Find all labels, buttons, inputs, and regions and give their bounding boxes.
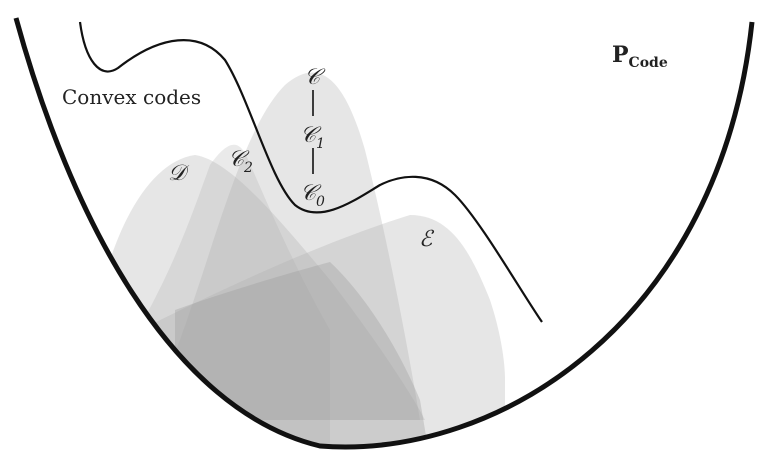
label-d: 𝒟 [168, 161, 190, 186]
poset-bowl-outline [13, 17, 755, 450]
poset-label: PCode [612, 42, 668, 71]
label-e: ℰ [419, 227, 435, 252]
convex-codes-boundary [78, 21, 543, 323]
convex-codes-label: Convex codes [62, 85, 201, 109]
region-c [145, 72, 420, 420]
region-e [140, 215, 505, 447]
